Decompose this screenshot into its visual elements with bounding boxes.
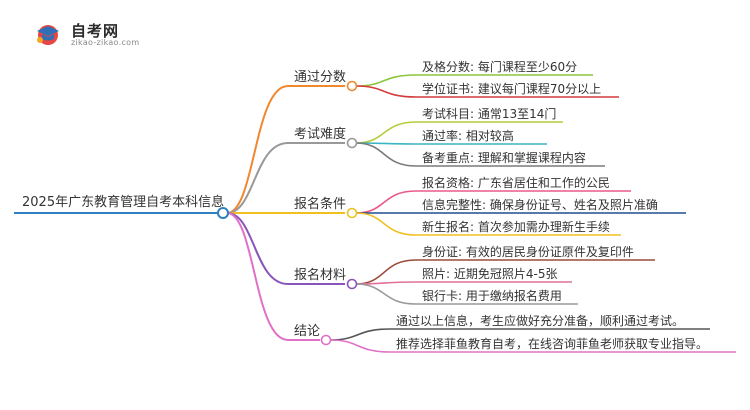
leaf-label[interactable]: 信息完整性: 确保身份证号、姓名及照片准确 — [422, 197, 658, 212]
leaf-connector — [355, 190, 417, 214]
leaf-label[interactable]: 备考重点: 理解和掌握课程内容 — [422, 150, 586, 165]
branch-node[interactable] — [346, 278, 358, 290]
branch-node[interactable] — [346, 207, 358, 219]
site-logo[interactable]: 自考网 zikao-zikao.com — [34, 20, 174, 50]
leaf-connector — [355, 212, 417, 236]
leaf-connector — [355, 85, 417, 98]
branch-label[interactable]: 结论 — [294, 324, 320, 339]
leaf-connector — [355, 121, 417, 144]
leaf-label[interactable]: 身份证: 有效的居民身份证原件及复印件 — [422, 244, 634, 259]
logo-url: zikao-zikao.com — [71, 38, 140, 47]
branch-node[interactable] — [346, 137, 358, 149]
leaf-connector — [355, 74, 417, 87]
leaf-label[interactable]: 报名资格: 广东省居住和工作的公民 — [422, 175, 610, 190]
branch-connector — [226, 212, 289, 341]
leaf-label[interactable]: 学位证书: 建议每门课程70分以上 — [422, 81, 601, 96]
leaf-connector — [355, 283, 417, 305]
branch-node[interactable] — [346, 80, 358, 92]
leaf-label[interactable]: 照片: 近期免冠照片4-5张 — [422, 266, 557, 281]
branch-connector — [226, 142, 289, 214]
leaf-label[interactable]: 考试科目: 通常13至14门 — [422, 106, 556, 121]
leaf-connector — [355, 259, 417, 285]
leaf-connector — [329, 328, 391, 341]
branch-label[interactable]: 考试难度 — [294, 126, 346, 142]
branch-label[interactable]: 通过分数 — [294, 70, 346, 85]
logo-title: 自考网 — [71, 22, 120, 40]
branch-label[interactable]: 报名条件 — [294, 196, 346, 212]
leaf-label[interactable]: 新生报名: 首次参加需办理新生手续 — [422, 219, 610, 234]
root-label[interactable]: 2025年广东教育管理自考本科信息 — [22, 194, 224, 210]
leaf-connector — [329, 339, 391, 353]
branch-connector — [226, 212, 289, 285]
graduation-cap-icon — [37, 25, 59, 45]
leaf-label[interactable]: 推荐选择菲鱼教育自考，在线咨询菲鱼老师获取专业指导。 — [396, 336, 708, 351]
leaf-label[interactable]: 银行卡: 用于缴纳报名费用 — [422, 288, 562, 303]
leaf-label[interactable]: 及格分数: 每门课程至少60分 — [422, 59, 577, 74]
leaf-label[interactable]: 通过率: 相对较高 — [422, 128, 514, 143]
root-node[interactable] — [217, 207, 229, 219]
branch-label[interactable]: 报名材料 — [294, 267, 346, 283]
leaf-connector — [355, 142, 417, 167]
leaf-label[interactable]: 通过以上信息，考生应做好充分准备，顺利通过考试。 — [396, 313, 684, 328]
branch-node[interactable] — [320, 334, 332, 346]
branch-connector — [226, 85, 289, 214]
